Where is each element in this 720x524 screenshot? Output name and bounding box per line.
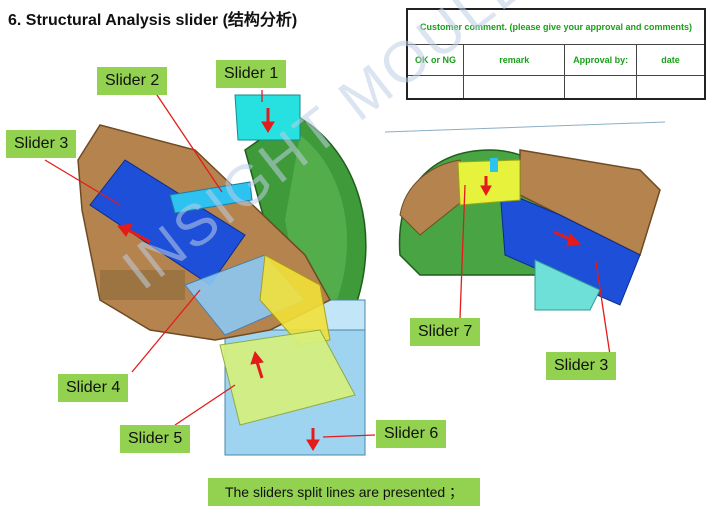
- motion-arrows-right: [480, 176, 582, 247]
- slider5-label: Slider 5: [120, 425, 191, 453]
- slider3-face: [89, 159, 246, 286]
- col-ok-ng: OK or NG: [406, 44, 465, 76]
- label-pointers: [44, 90, 611, 438]
- right-cyan-block: [534, 259, 601, 311]
- col-remark: remark: [463, 44, 566, 76]
- right-slider3-face: [499, 189, 641, 306]
- slider3-left-label: Slider 3: [6, 130, 77, 158]
- motion-arrows-left: [117, 108, 320, 451]
- slider7-label: Slider 7: [410, 318, 481, 346]
- cell-remark[interactable]: [463, 75, 566, 100]
- cell-approval-by[interactable]: [564, 75, 637, 100]
- page-title: 6. Structural Analysis slider (结构分析): [8, 12, 298, 29]
- slider2-label: Slider 2: [97, 67, 168, 95]
- slider4-label: Slider 4: [58, 374, 129, 402]
- slider2-piece: [169, 181, 253, 214]
- slider5-block: [219, 329, 356, 426]
- slider7-block: [457, 159, 521, 206]
- slider1-label: Slider 1: [216, 60, 287, 88]
- customer-comment-table: Customer comment. (please give your appr…: [406, 8, 706, 100]
- col-date: date: [635, 44, 706, 76]
- split-lines-note: The sliders split lines are presented ；: [208, 478, 480, 506]
- cell-ok-ng[interactable]: [406, 75, 465, 100]
- cell-date[interactable]: [635, 75, 706, 100]
- slider3-right-label: Slider 3: [546, 352, 617, 380]
- slider6-label: Slider 6: [376, 420, 447, 448]
- comment-table-header: Customer comment. (please give your appr…: [406, 8, 706, 45]
